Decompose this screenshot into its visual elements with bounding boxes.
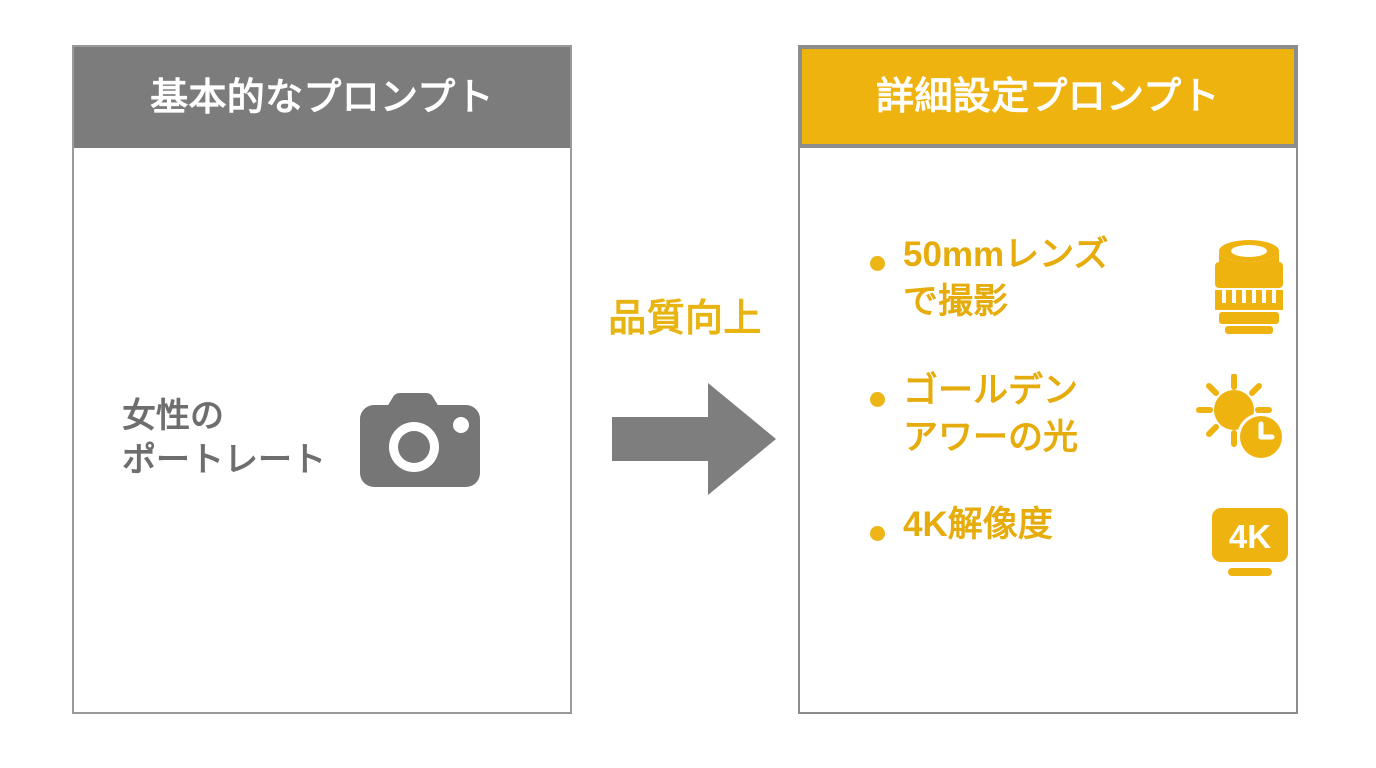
quality-improvement-label: 品質向上 [608, 298, 762, 340]
camera-lens-icon [1210, 238, 1288, 334]
detailed-card-body: 50mmレンズ で撮影 [800, 148, 1296, 712]
sun-clock-icon [1196, 373, 1288, 466]
detailed-prompt-card: 詳細設定プロンプト 50mmレンズ で撮影 [798, 45, 1298, 714]
basic-prompt-card: 基本的なプロンプト 女性の ポートレート [72, 45, 572, 714]
bullet-dot-icon [870, 256, 885, 271]
bullet-label-golden-hour: ゴールデン アワーの光 [903, 371, 1079, 457]
basic-card-title: 基本的なプロンプト [150, 76, 494, 119]
bullet-dot-icon [870, 392, 885, 407]
monitor-4k-label: 4K [1229, 518, 1271, 555]
detailed-card-header: 詳細設定プロンプト [800, 47, 1296, 148]
bullet-dot-icon [870, 526, 885, 541]
transition-column: 品質向上 [572, 45, 798, 714]
basic-prompt-text: 女性の ポートレート [122, 397, 326, 479]
basic-card-body: 女性の ポートレート [74, 148, 570, 712]
basic-card-header: 基本的なプロンプト [74, 47, 570, 148]
bullet-label-4k: 4K解像度 [903, 505, 1053, 544]
basic-prompt-row: 女性の ポートレート [122, 387, 484, 491]
detailed-card-title: 詳細設定プロンプト [876, 75, 1220, 118]
list-item: 50mmレンズ で撮影 [800, 232, 1296, 334]
camera-icon [356, 387, 484, 491]
monitor-4k-icon: 4K [1212, 508, 1288, 578]
list-item: ゴールデン アワーの光 [800, 368, 1296, 466]
bullet-label-lens: 50mmレンズ で撮影 [903, 235, 1109, 321]
list-item: 4K解像度 4K [800, 502, 1296, 578]
arrow-right-icon [612, 383, 776, 495]
